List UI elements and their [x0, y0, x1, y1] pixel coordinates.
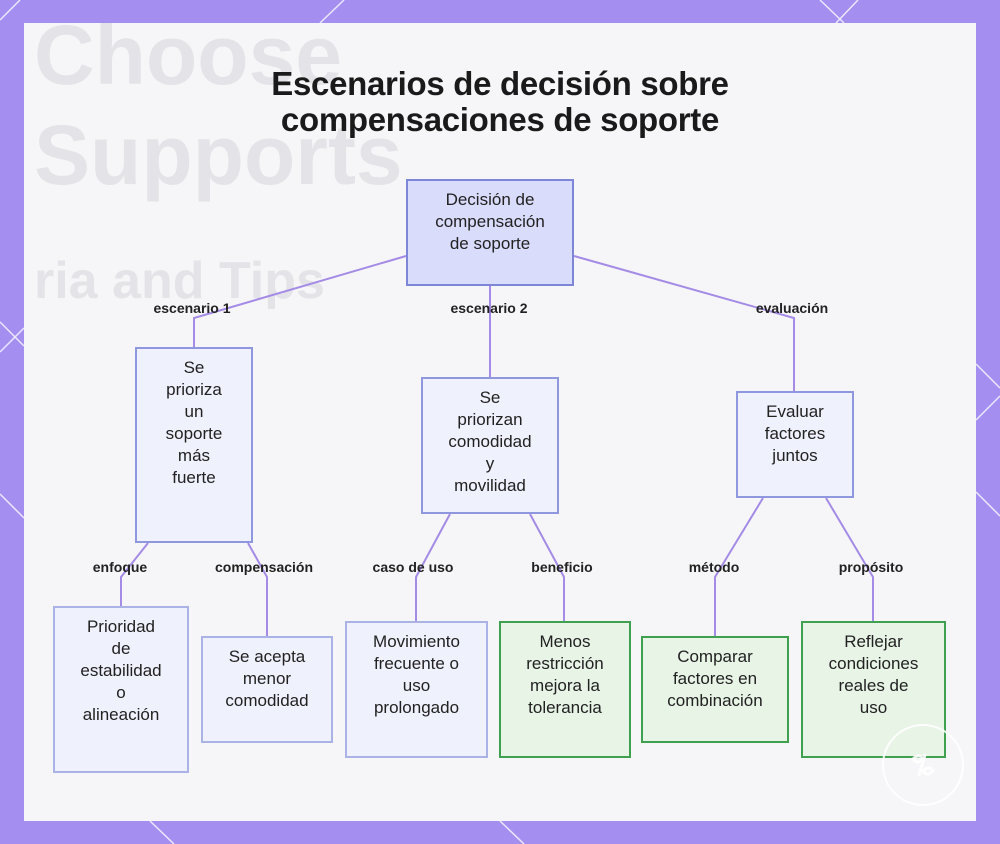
edge-root-s3 [573, 255, 795, 391]
compare-factors-node: Comparar factores en combinación [641, 636, 789, 743]
node-text-line: Se [479, 388, 501, 407]
node-text-line: Movimiento [373, 632, 460, 651]
edge-label-purpose: propósito [838, 559, 904, 575]
less-restriction-node: Menos restricción mejora la tolerancia [499, 621, 631, 758]
real-conditions-node: Reflejar condiciones reales de uso [801, 621, 946, 758]
node-text-line: condiciones [828, 654, 919, 673]
node-text-line: mejora la [530, 676, 600, 695]
node-text-line: menor [242, 669, 292, 688]
node-text-line: Se [183, 358, 205, 377]
edge-s1-l1 [120, 542, 149, 606]
logo-mark-icon [911, 753, 935, 777]
background-ghost-text: Choose [34, 23, 343, 102]
node-text-line: comodidad [448, 432, 532, 451]
node-text-line: Se acepta [228, 647, 306, 666]
title-line: Escenarios de decisión sobre [271, 65, 729, 102]
root-node: Decisión de compensación de soporte [406, 179, 574, 286]
node-text-line: Evaluar [766, 402, 824, 421]
node-text-line: de [111, 639, 131, 658]
edge-root-s1 [193, 255, 407, 347]
edge-label-focus: enfoque [92, 559, 148, 575]
edge-label-benefit: beneficio [531, 559, 593, 575]
node-text-line: movilidad [454, 476, 526, 495]
edge-label-tradeoff: compensación [214, 559, 314, 575]
node-text-line: priorizan [457, 410, 523, 429]
frequent-movement-node: Movimiento frecuente o uso prolongado [345, 621, 488, 758]
node-text-line: Comparar [677, 647, 753, 666]
node-text-line: tolerancia [528, 698, 602, 717]
node-text-line: Decisión de [445, 190, 535, 209]
node-text-line: de soporte [449, 234, 531, 253]
edge-s2-l3 [415, 513, 451, 621]
evaluation-node: Evaluar factores juntos [736, 391, 854, 498]
edge-s2-l4 [529, 513, 565, 621]
node-text-line: estabilidad [80, 661, 162, 680]
node-text-line: frecuente o [373, 654, 460, 673]
node-text-line: reales de [838, 676, 909, 695]
background-ghost-text: ria and Tips [34, 252, 325, 310]
node-text-line: compensación [435, 212, 545, 231]
scenario-2-node: Se priorizan comodidad y movilidad [421, 377, 559, 514]
scenario-1-node: Se prioriza un soporte más fuerte [135, 347, 253, 543]
edge-label-scenario-1: escenario 1 [153, 300, 231, 316]
edge-label-use-case: caso de uso [372, 559, 454, 575]
node-text-line: y [485, 454, 495, 473]
node-text-line: factores en [672, 669, 758, 688]
edge-s3-l5 [714, 497, 764, 636]
node-text-line: un [184, 402, 204, 421]
node-text-line: prioriza [166, 380, 222, 399]
node-text-line: combinación [667, 691, 763, 710]
edge-label-evaluation: evaluación [755, 300, 829, 316]
diagram-title: Escenarios de decisión sobre compensacio… [0, 66, 1000, 138]
less-comfort-node: Se acepta menor comodidad [201, 636, 333, 743]
stability-priority-node: Prioridad de estabilidad o alineación [53, 606, 189, 773]
title-line: compensaciones de soporte [280, 101, 720, 138]
node-text-line: prolongado [373, 698, 460, 717]
node-text-line: o [116, 683, 126, 702]
node-text-line: Menos [539, 632, 591, 651]
node-text-line: uso [859, 698, 888, 717]
background-ghost-text: Supports [34, 108, 403, 202]
node-text-line: alineación [82, 705, 160, 724]
edge-label-scenario-2: escenario 2 [450, 300, 528, 316]
node-text-line: restricción [526, 654, 604, 673]
edge-label-method: método [688, 559, 740, 575]
logo-badge-icon [882, 724, 964, 806]
node-text-line: uso [402, 676, 431, 695]
node-text-line: factores [764, 424, 826, 443]
node-text-line: comodidad [225, 691, 309, 710]
node-text-line: Reflejar [844, 632, 903, 651]
node-text-line: juntos [772, 446, 818, 465]
node-text-line: Prioridad [86, 617, 156, 636]
edge-s1-l2 [247, 542, 268, 636]
node-text-line: fuerte [172, 468, 216, 487]
node-text-line: más [177, 446, 211, 465]
edge-s3-l6 [825, 497, 874, 621]
node-text-line: soporte [165, 424, 223, 443]
